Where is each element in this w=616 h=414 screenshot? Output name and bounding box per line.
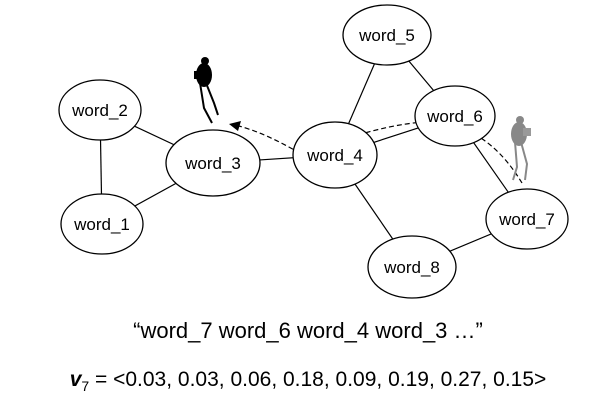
vector-subscript: 7: [81, 378, 90, 395]
node-label: word_7: [498, 210, 555, 229]
node-word_5: word_5: [342, 4, 432, 66]
walk-sequence-text: “word_7 word_6 word_4 word_3 …”: [133, 318, 483, 343]
node-word_6: word_6: [414, 85, 496, 147]
walk-arrowhead-icon: [229, 121, 241, 131]
node-ellipse: [60, 193, 144, 255]
node-word_7: word_7: [485, 188, 569, 250]
word-graph: word_2 word_1 word_3 word_4 word_5 word_6word…: [58, 4, 569, 299]
node-ellipse: [367, 235, 457, 299]
walker-figure-icon-black: [194, 57, 219, 124]
vector-symbol: v: [69, 368, 82, 391]
node-word_8: word_8: [367, 235, 457, 299]
node-ellipse: [485, 188, 569, 250]
node-label: word_8: [383, 258, 440, 277]
node-label: word_3: [184, 154, 241, 173]
node-label: word_5: [358, 26, 415, 45]
vector-values: = <0.03, 0.03, 0.06, 0.18, 0.09, 0.19, 0…: [89, 368, 547, 391]
node-ellipse: [165, 129, 261, 197]
walker-figure-icon-gray: [511, 116, 531, 181]
vector-equation: v7 = <0.03, 0.03, 0.06, 0.18, 0.09, 0.19…: [0, 368, 616, 394]
node-label: word_1: [73, 215, 130, 234]
node-label: word_6: [426, 107, 483, 126]
node-word_1: word_1: [60, 193, 144, 255]
node-ellipse: [414, 85, 496, 147]
node-ellipse: [342, 4, 432, 66]
node-word_2: word_2: [58, 79, 142, 141]
node-label: word_4: [306, 146, 363, 165]
node-ellipse: [58, 79, 142, 141]
node-word_3: word_3: [165, 129, 261, 197]
node-word_4: word_4: [292, 121, 378, 189]
node-ellipse: [292, 121, 378, 189]
node-label: word_2: [71, 101, 128, 120]
